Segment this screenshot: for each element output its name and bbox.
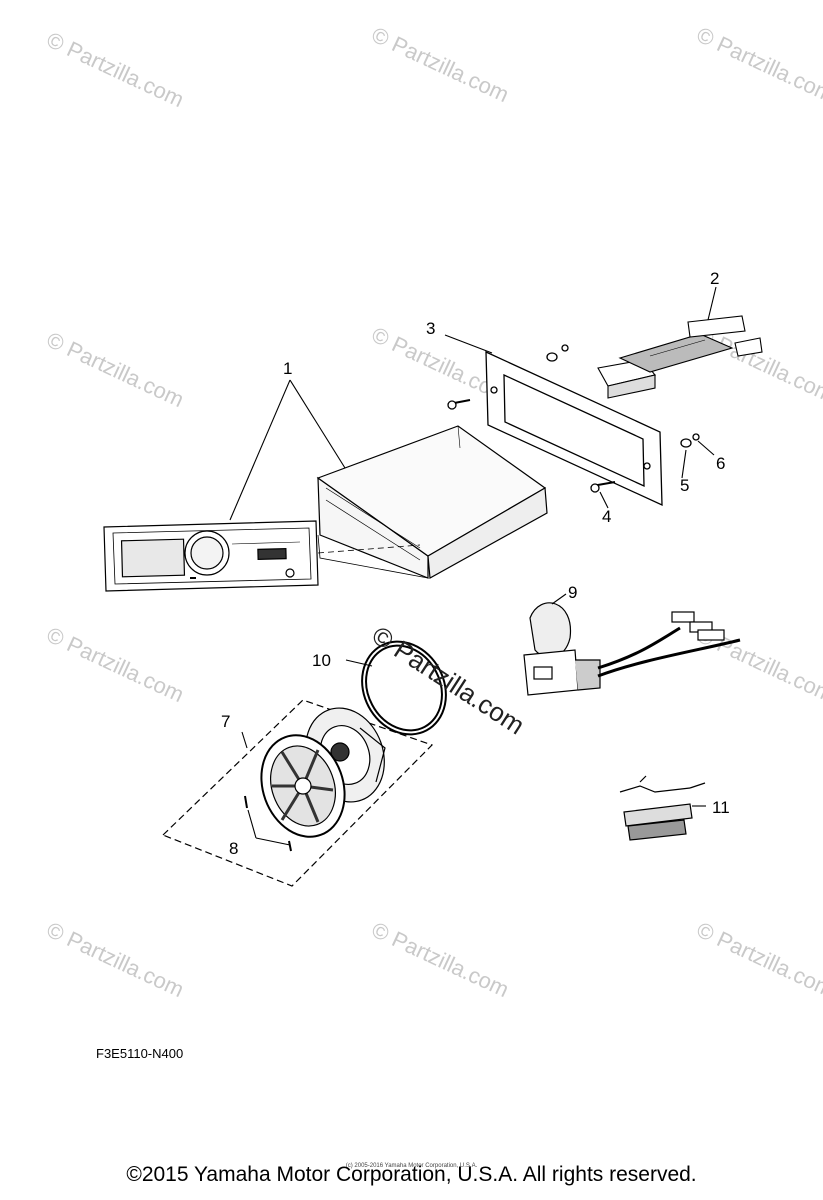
- speaker-gasket: [361, 640, 447, 736]
- watermark-text: © Partzilla.com: [368, 22, 513, 107]
- callout-labels: 1 2 3 4 5 6 7 8 9 10 11: [221, 269, 730, 858]
- wire-harness: [597, 315, 763, 399]
- watermark-text: © Partzilla.com: [368, 917, 513, 1002]
- fuse-harness: [619, 775, 706, 841]
- callout-8: 8: [229, 839, 238, 858]
- leader-lines: [229, 286, 717, 846]
- watermark-text: © Partzilla.com: [693, 917, 823, 1002]
- watermark-text: © Partzilla.com: [693, 22, 823, 107]
- speaker-assembly: [161, 699, 434, 887]
- watermark-text: © Partzilla.com: [43, 622, 188, 707]
- diagram-code: F3E5110-N400: [96, 1046, 184, 1061]
- small-copyright: (c) 2005-2016 Yamaha Motor Corporation, …: [345, 1163, 478, 1169]
- watermark-text: © Partzilla.com: [43, 27, 188, 112]
- usb-socket: [523, 602, 741, 696]
- callout-10: 10: [312, 651, 331, 670]
- bolt-right: [590, 481, 616, 493]
- watermark-text: © Partzilla.com: [43, 327, 188, 412]
- callout-1: 1: [283, 359, 292, 378]
- callout-9: 9: [568, 583, 577, 602]
- callout-11: 11: [712, 798, 730, 817]
- center-watermark: © Partzilla.com: [367, 620, 530, 741]
- callout-7: 7: [221, 712, 230, 731]
- bolt-left: [447, 399, 471, 410]
- callout-4: 4: [602, 507, 611, 526]
- stereo-head-unit: [103, 425, 548, 592]
- footer-copyright: ©2015 Yamaha Motor Corporation, U.S.A. A…: [126, 1163, 697, 1186]
- watermark-text: © Partzilla.com: [43, 917, 188, 1002]
- bezel-panel: [447, 344, 700, 507]
- callout-2: 2: [710, 269, 719, 288]
- callout-3: 3: [426, 319, 435, 338]
- callout-6: 6: [716, 454, 725, 473]
- callout-5: 5: [680, 476, 689, 495]
